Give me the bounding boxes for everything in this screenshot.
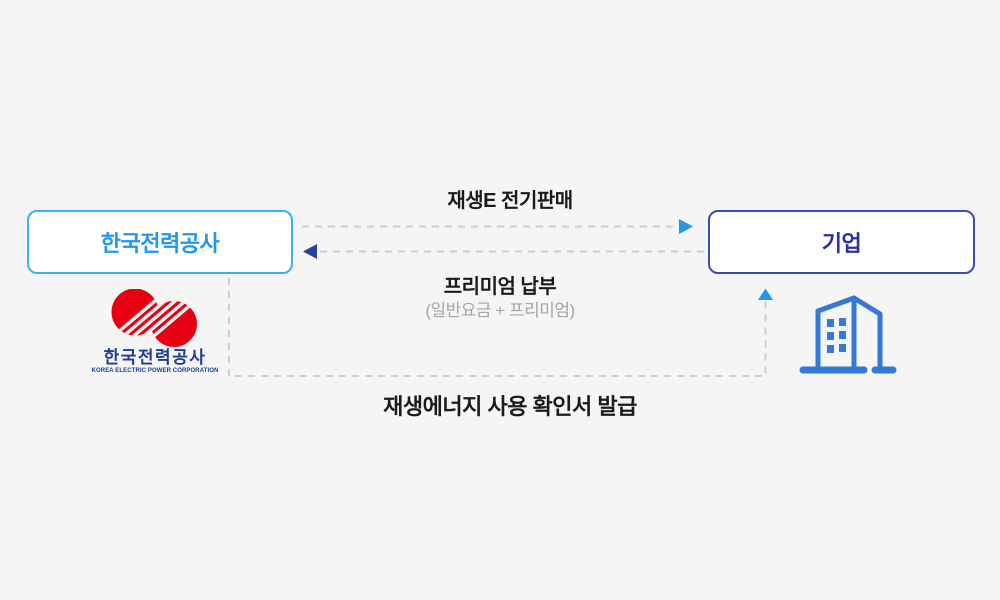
node-kepco-label: 한국전력공사: [100, 231, 220, 256]
kepco-logo-english: KOREA ELECTRIC POWER CORPORATION: [91, 368, 219, 374]
node-company: 기업: [708, 210, 975, 274]
arrowhead-certificate-up-icon: [758, 288, 773, 300]
flow-label-sell: 재생E 전기판매: [447, 190, 573, 212]
flow-label-certificate: 재생에너지 사용 확인서 발급: [383, 394, 637, 419]
node-kepco: 한국전력공사: [27, 210, 293, 274]
building-windows: [827, 318, 846, 353]
kepco-emblem-icon: [111, 289, 197, 347]
arrowhead-premium-left-icon: [303, 244, 317, 259]
node-company-label: 기업: [821, 231, 862, 256]
flow-label-premium-sub: (일반요금 + 프리미엄): [425, 301, 575, 320]
kepco-logo: 한국전력공사 KOREA ELECTRIC POWER CORPORATION: [85, 289, 225, 374]
flow-line-certificate: [228, 278, 767, 377]
building-icon: [799, 295, 897, 374]
arrowhead-sell-right-icon: [679, 219, 693, 234]
kepco-logo-korean: 한국전력공사: [103, 348, 207, 367]
flow-label-premium: 프리미엄 납부: [443, 276, 557, 298]
